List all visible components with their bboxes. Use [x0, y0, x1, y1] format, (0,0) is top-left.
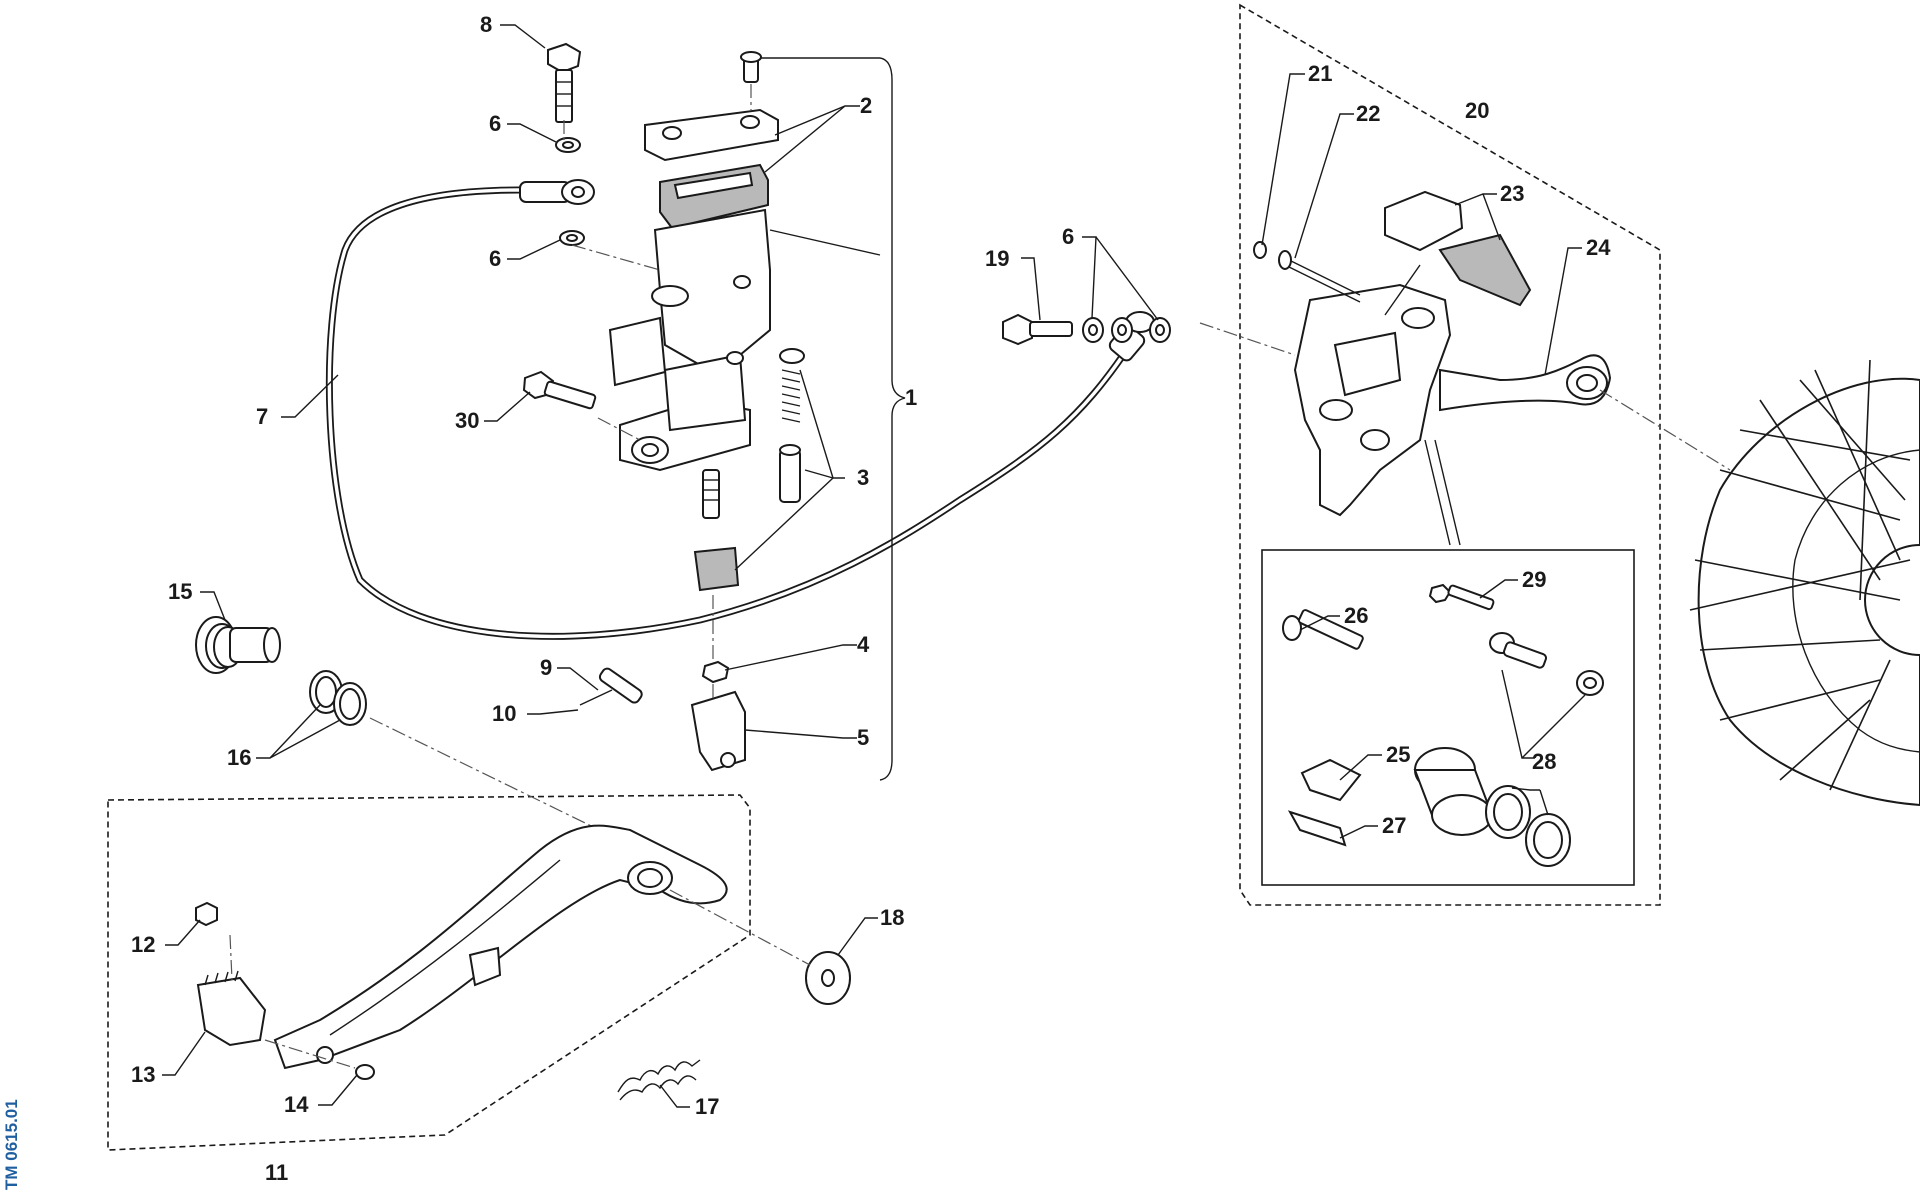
callout-labels: 8 6 6 7 30 2 1 3 4 5 9 10 15 16 12 13 14…	[131, 12, 1611, 1185]
callout-20: 20	[1465, 98, 1489, 123]
callout-16: 16	[227, 745, 251, 770]
callout-21: 21	[1308, 61, 1332, 86]
callout-26: 26	[1344, 603, 1368, 628]
callout-14: 14	[284, 1092, 309, 1117]
callout-29: 29	[1522, 567, 1546, 592]
callout-2: 2	[860, 93, 872, 118]
callout-9: 9	[540, 655, 552, 680]
callout-13: 13	[131, 1062, 155, 1087]
callout-15: 15	[168, 579, 192, 604]
brake-pedal-group	[107, 616, 851, 1151]
callout-6-c: 6	[1062, 224, 1074, 249]
callout-12: 12	[131, 932, 155, 957]
callout-30: 30	[455, 408, 479, 433]
brake-hose	[325, 179, 1155, 640]
callout-6-b: 6	[489, 246, 501, 271]
callout-4: 4	[857, 632, 870, 657]
callout-28: 28	[1532, 749, 1556, 774]
callout-11: 11	[265, 1160, 288, 1185]
callout-23: 23	[1500, 181, 1524, 206]
rear-wheel-disc	[1689, 359, 1920, 807]
callout-22: 22	[1356, 101, 1380, 126]
callout-25: 25	[1386, 742, 1410, 767]
callout-3: 3	[857, 465, 869, 490]
callout-8: 8	[480, 12, 492, 37]
callout-7: 7	[256, 404, 268, 429]
master-cylinder-assembly	[522, 42, 805, 772]
group-1-bracket	[879, 57, 906, 781]
leader-lines	[162, 24, 1586, 1108]
callout-18: 18	[880, 905, 904, 930]
callout-1: 1	[905, 385, 917, 410]
drawing-code: TM 0615.01	[2, 1099, 21, 1190]
callout-19: 19	[985, 246, 1009, 271]
callout-27: 27	[1382, 813, 1406, 838]
caliper-group	[1199, 3, 1731, 906]
callout-5: 5	[857, 725, 869, 750]
callout-10: 10	[492, 701, 516, 726]
banjo-bolt-19	[1002, 313, 1171, 346]
callout-6-a: 6	[489, 111, 501, 136]
callout-17: 17	[695, 1094, 719, 1119]
callout-24: 24	[1586, 235, 1611, 260]
